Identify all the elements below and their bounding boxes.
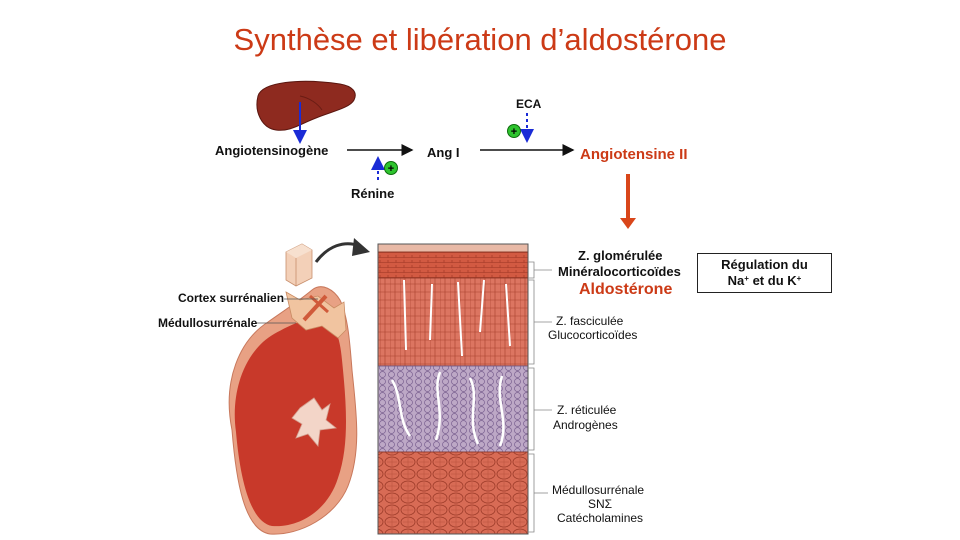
mineralocorticoids-label: Minéralocorticoïdes: [558, 264, 681, 279]
ang1-label: Ang I: [427, 145, 460, 160]
glucocorticoids-label: Glucocorticoïdes: [548, 328, 638, 342]
adrenal-gland-illustration: [228, 286, 358, 535]
aldosterone-label: Aldostérone: [579, 281, 673, 298]
regulation-line2: Na+ et du K+: [727, 273, 802, 288]
slide-title: Synthèse et libération d’aldostérone: [233, 22, 727, 57]
regulation-line1: Régulation du: [721, 257, 808, 272]
medulla-gland-label: Médullosurrénale: [158, 316, 258, 330]
catecholamines-label: Catécholamines: [557, 511, 644, 525]
renin-plus-symbol: +: [388, 163, 394, 175]
medulla-zone-label: Médullosurrénale: [552, 483, 645, 497]
fasciculata-label: Z. fasciculée: [556, 314, 624, 328]
renin-label: Rénine: [351, 186, 395, 201]
liver-illustration: [256, 80, 356, 131]
glomerulosa-label: Z. glomérulée: [578, 248, 663, 263]
histology-slice: [377, 243, 529, 535]
sympathetic-label: SNΣ: [588, 497, 613, 511]
ang2-label: Angiotensine II: [580, 146, 688, 163]
eca-label: ECA: [516, 97, 542, 111]
eca-plus-icon: [507, 124, 521, 138]
angiotensinogen-label: Angiotensinogène: [215, 143, 329, 158]
eca-plus-symbol: +: [511, 126, 517, 138]
renin-plus-icon: [384, 161, 398, 175]
tissue-sample-cube: [285, 243, 313, 287]
reticularis-label: Z. réticulée: [557, 403, 617, 417]
zone-brackets: [528, 261, 552, 533]
regulation-box: Régulation du Na+ et du K+: [697, 253, 832, 293]
cortex-label: Cortex surrénalien: [178, 291, 285, 305]
androgens-label: Androgènes: [553, 418, 618, 432]
